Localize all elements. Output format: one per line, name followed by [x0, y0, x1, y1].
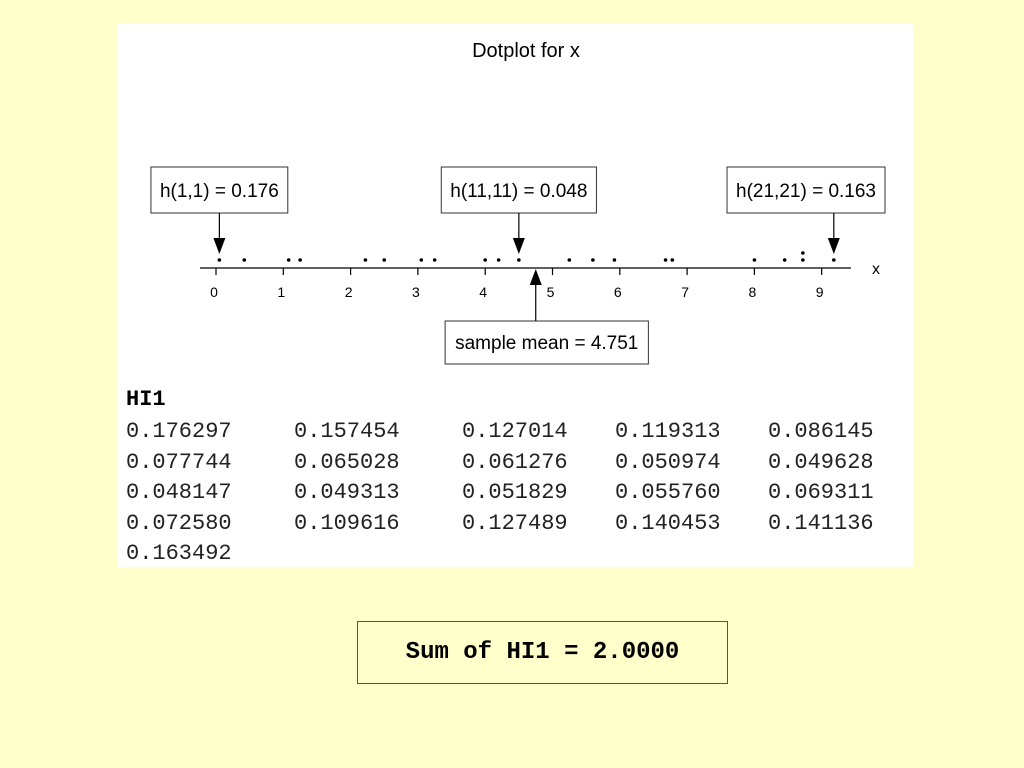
- data-point: [382, 258, 387, 262]
- hi1-table: 0.176297 0.157454 0.127014 0.119313 0.086145…: [126, 417, 874, 570]
- hi1-value: 0.127014: [462, 419, 568, 444]
- x-tick-label: 9: [816, 284, 824, 300]
- hi1-value: 0.109616: [294, 510, 400, 536]
- hi1-value: 0.119313: [615, 419, 721, 444]
- annotation-box: h(21,21) = 0.163: [726, 166, 886, 254]
- dotplot-chart: Dotplot for x 0 1 2 3 4 5 6 7 8 9 x h(1,1) = 0.176…: [150, 40, 886, 365]
- hi1-value: 0.055760: [615, 480, 721, 505]
- chart-title: Dotplot for x: [472, 40, 580, 62]
- data-point: [663, 258, 668, 262]
- hi1-value: 0.065028: [294, 449, 400, 475]
- arrow-head: [213, 238, 226, 254]
- hi1-value: 0.050974: [615, 449, 721, 475]
- x-tick-label: 3: [412, 284, 420, 300]
- data-points: [217, 251, 836, 262]
- hi1-value: 0.049628: [768, 449, 874, 475]
- data-point: [670, 258, 675, 262]
- hi1-value: 0.048147: [126, 480, 232, 505]
- x-tick-label: 1: [277, 284, 285, 300]
- arrow-head: [827, 238, 840, 254]
- x-axis-label: x: [872, 261, 880, 278]
- x-tick-label: 4: [479, 284, 487, 300]
- data-point: [432, 258, 437, 262]
- data-point: [483, 258, 488, 262]
- sum-box: Sum of HI1 = 2.0000: [357, 621, 728, 684]
- data-point: [242, 258, 247, 262]
- data-point: [782, 258, 787, 262]
- x-axis: 0 1 2 3 4 5 6 7 8 9 x: [200, 261, 880, 300]
- data-point: [801, 251, 805, 255]
- hi1-value: 0.176297: [126, 419, 232, 444]
- hi1-value: 0.077744: [126, 449, 232, 475]
- hi1-value: 0.061276: [462, 449, 568, 475]
- mean-label: sample mean = 4.751: [455, 333, 638, 354]
- hi1-value: 0.072580: [126, 510, 232, 536]
- hi1-row: 0.077744 0.065028 0.061276 0.050974 0.049628: [126, 448, 874, 479]
- x-tick-label: 2: [345, 284, 353, 300]
- data-point: [517, 258, 521, 262]
- hi1-title: HI1: [126, 387, 166, 412]
- x-tick-label: 7: [681, 284, 689, 300]
- arrow-head: [512, 238, 525, 254]
- x-tick-label: 6: [614, 284, 622, 300]
- hi1-row: 0.048147 0.049313 0.051829 0.055760 0.069311: [126, 478, 874, 509]
- data-point: [419, 258, 424, 262]
- x-tick-label: 0: [210, 284, 218, 300]
- annotation-label: h(1,1) = 0.176: [160, 181, 279, 202]
- sum-label: Sum of HI1 = 2.0000: [405, 639, 680, 666]
- data-point: [286, 258, 291, 262]
- annotations: h(1,1) = 0.176 h(11,11) = 0.048 h(21,21) =…: [150, 166, 886, 365]
- mean-annotation: sample mean = 4.751: [444, 269, 649, 365]
- x-tick-label: 8: [749, 284, 757, 300]
- hi1-row: 0.176297 0.157454 0.127014 0.119313 0.086145: [126, 417, 874, 448]
- hi1-value: 0.051829: [462, 480, 568, 505]
- annotation-box: h(1,1) = 0.176: [150, 166, 289, 254]
- data-point: [832, 258, 836, 262]
- plot-panel: Dotplot for x 0 1 2 3 4 5 6 7 8 9 x h(1,1) = 0.176…: [118, 23, 913, 567]
- annotation-label: h(11,11) = 0.048: [450, 181, 587, 202]
- hi1-value: 0.127489: [462, 510, 568, 536]
- annotation-label: h(21,21) = 0.163: [736, 181, 876, 202]
- hi1-value: 0.141136: [768, 510, 874, 536]
- hi1-row: 0.163492: [126, 539, 874, 570]
- data-point: [298, 258, 302, 262]
- data-point: [591, 258, 595, 262]
- arrow-head: [529, 269, 542, 285]
- annotation-box: h(11,11) = 0.048: [440, 166, 597, 254]
- data-point: [363, 258, 368, 262]
- data-point: [496, 258, 501, 262]
- data-point: [567, 258, 572, 262]
- hi1-value: 0.049313: [294, 480, 400, 505]
- hi1-value: 0.140453: [615, 510, 721, 536]
- x-tick-label: 5: [547, 284, 555, 300]
- data-point: [217, 258, 222, 262]
- hi1-value: 0.157454: [294, 419, 400, 444]
- data-point: [752, 258, 757, 262]
- hi1-value: 0.086145: [768, 419, 874, 444]
- hi1-value: 0.163492: [126, 541, 232, 566]
- data-point: [612, 258, 617, 262]
- hi1-value: 0.069311: [768, 480, 874, 505]
- hi1-row: 0.072580 0.109616 0.127489 0.140453 0.141136: [126, 509, 874, 540]
- data-point: [801, 258, 805, 262]
